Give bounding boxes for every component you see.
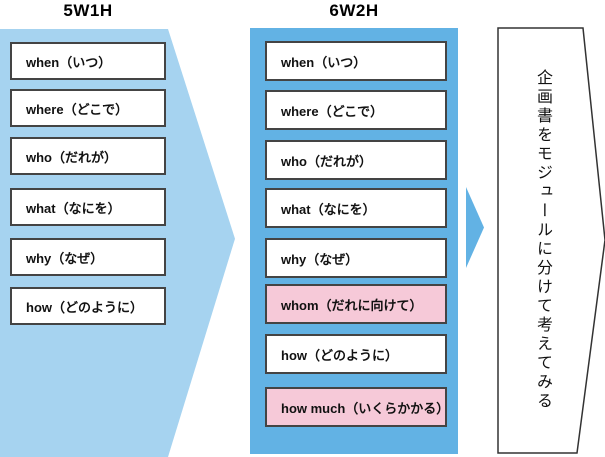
box-5w1h-when: when（いつ） — [10, 42, 166, 80]
middle-column-title: 6W2H — [329, 1, 379, 20]
box-6w2h-where: where（どこで） — [265, 90, 447, 130]
box-6w2h-how: how（どのように） — [265, 334, 447, 374]
box-5w1h-what: what（なにを） — [10, 188, 166, 226]
box-6w2h-what: what（なにを） — [265, 188, 447, 228]
box-5w1h-why: why（なぜ） — [10, 238, 166, 276]
box-5w1h-where: where（どこで） — [10, 89, 166, 127]
box-5w1h-who: who（だれが） — [10, 137, 166, 175]
flow-arrow-icon — [466, 187, 484, 268]
conclusion-text: 企画書をモジュールに分けて考えてみる — [534, 69, 551, 411]
box-6w2h-howmuch: how much（いくらかかる） — [265, 387, 449, 427]
box-6w2h-whom: whom（だれに向けて） — [265, 284, 447, 324]
box-5w1h-how: how（どのように） — [10, 287, 166, 325]
box-6w2h-why: why（なぜ） — [265, 238, 447, 278]
conclusion-shape — [497, 27, 605, 454]
conclusion-shape-outline — [497, 27, 605, 454]
box-6w2h-when: when（いつ） — [265, 41, 447, 81]
left-column-title: 5W1H — [63, 1, 113, 20]
box-6w2h-who: who（だれが） — [265, 140, 447, 180]
